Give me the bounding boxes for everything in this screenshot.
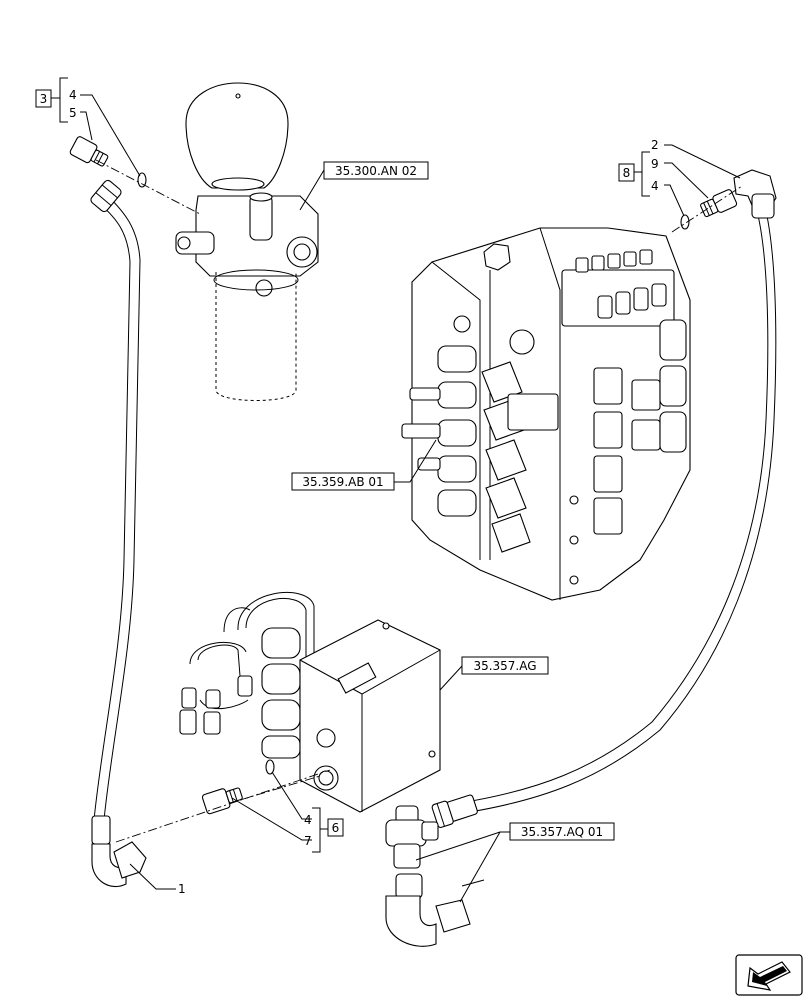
callout-item-4-bottom: 4 — [304, 813, 312, 827]
o-ring-4-top-right — [680, 214, 690, 230]
callout-box-3: 3 — [40, 92, 48, 106]
callout-box-8: 8 — [623, 166, 631, 180]
o-ring-4-bottom — [265, 759, 275, 775]
o-ring-4-top-left — [137, 172, 147, 188]
main-control-valve — [401, 227, 691, 601]
ref-filter[interactable]: 35.300.AN 02 — [323, 161, 429, 180]
small-valve-block — [179, 592, 441, 813]
callout-item-5-top-left: 5 — [69, 106, 77, 120]
left-hose — [90, 179, 147, 888]
callout-item-2: 2 — [651, 138, 659, 152]
valve-right-blocks — [569, 319, 687, 585]
ref-filter-label: 35.300.AN 02 — [335, 164, 417, 178]
callout-group-top-right: 8 2 9 4 — [618, 138, 659, 197]
valve-upper-fittings — [575, 249, 667, 319]
adapter-fitting-5 — [69, 136, 109, 167]
valve-mid-caps — [453, 315, 559, 553]
callout-box-6: 6 — [332, 821, 340, 835]
adapter-fitting-7 — [201, 787, 243, 815]
adapter-fitting-9 — [700, 189, 738, 218]
tee-fittings — [385, 805, 485, 947]
callout-group-top-left: 3 4 5 — [35, 77, 77, 123]
ref-tee-fittings-label: 35.357.AQ 01 — [521, 825, 603, 839]
right-hose — [431, 169, 777, 828]
ref-main-valve-label: 35.359.AB 01 — [302, 475, 383, 489]
callout-item-7: 7 — [304, 834, 312, 848]
previous-page-arrow-icon[interactable] — [735, 954, 803, 996]
ref-small-valve-label: 35.357.AG — [473, 659, 536, 673]
valve-left-spools — [401, 345, 477, 517]
callout-item-1: 1 — [178, 882, 186, 896]
ref-small-valve[interactable]: 35.357.AG — [461, 656, 549, 675]
callout-item-4-top-left: 4 — [69, 88, 77, 102]
filter-assembly — [175, 82, 319, 401]
ref-main-valve[interactable]: 35.359.AB 01 — [291, 472, 395, 491]
callout-item-4-top-right: 4 — [651, 179, 659, 193]
callout-item-9: 9 — [651, 157, 659, 171]
ref-tee-fittings[interactable]: 35.357.AQ 01 — [509, 822, 615, 841]
callout-group-bottom: 4 7 6 — [304, 807, 344, 853]
leader-lines — [80, 94, 741, 903]
